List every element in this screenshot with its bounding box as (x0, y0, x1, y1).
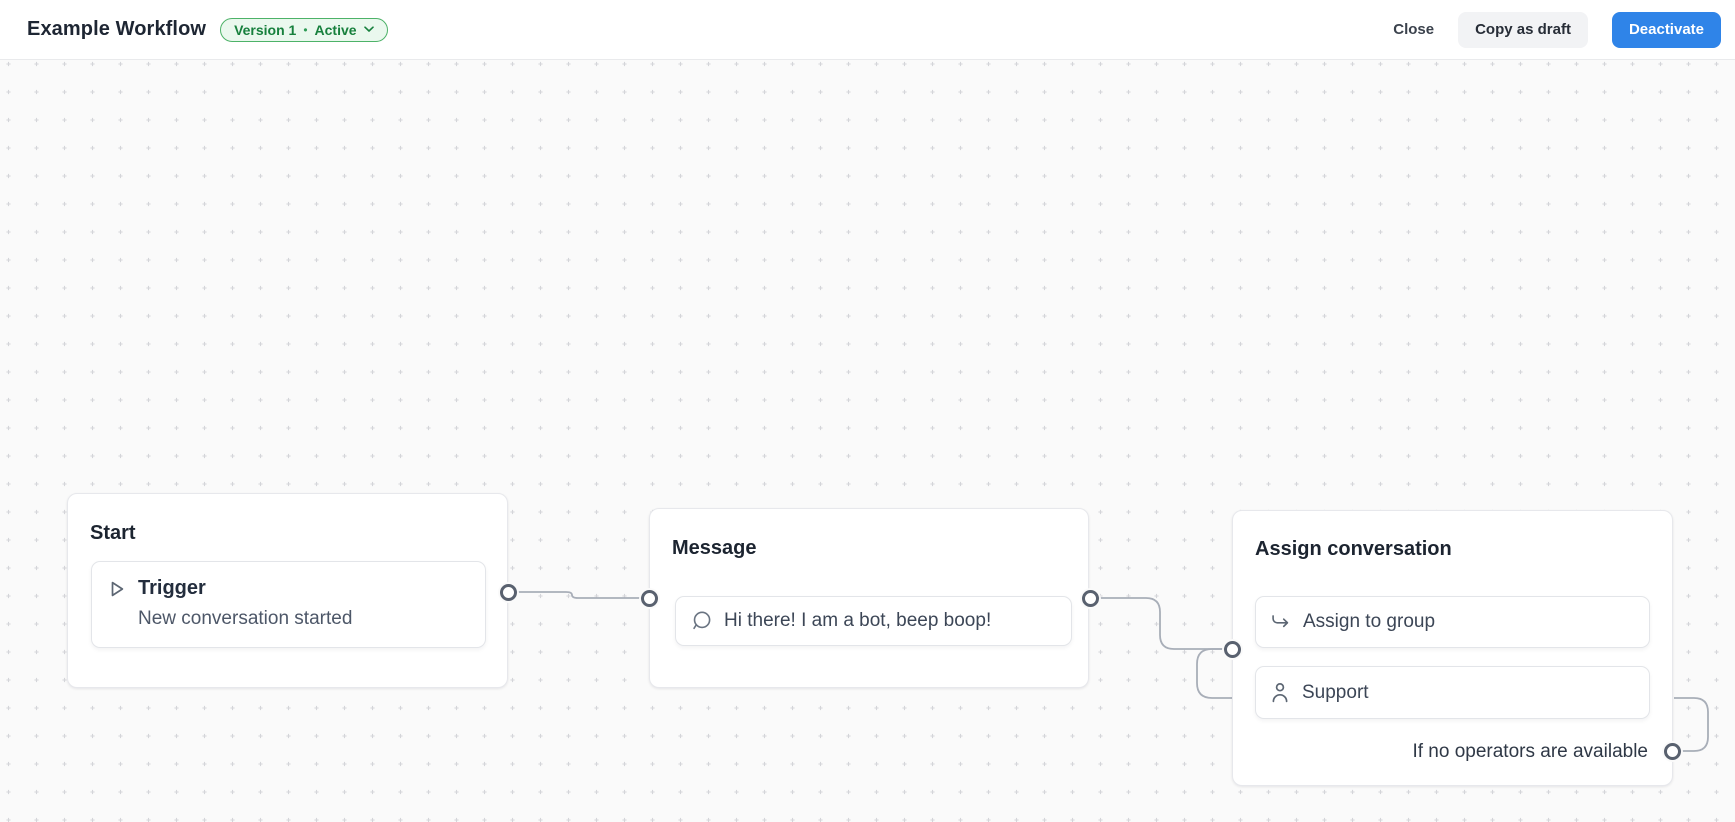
edge-message-to-assign (1090, 597, 1232, 650)
node-start-title: Start (90, 522, 136, 544)
node-assign-title: Assign conversation (1255, 538, 1452, 560)
assign-to-group-label: Assign to group (1303, 611, 1436, 632)
version-label: Version 1 (234, 21, 297, 38)
edge-assign-input-loop (1196, 648, 1233, 699)
port-message-output[interactable] (1081, 589, 1099, 607)
trigger-step[interactable]: Trigger New conversation started (91, 561, 486, 648)
support-team-label: Support (1302, 681, 1369, 703)
page-title: Example Workflow (27, 18, 207, 40)
port-message-input[interactable] (640, 589, 658, 607)
message-bubble-step[interactable]: Hi there! I am a bot, beep boop! (675, 596, 1072, 646)
header: Example Workflow Version 1 • Active Clos… (0, 0, 1735, 60)
version-badge[interactable]: Version 1 • Active (220, 17, 388, 42)
port-assign-input[interactable] (1223, 640, 1241, 658)
fallback-label: If no operators are available (1412, 741, 1648, 762)
assign-to-group-step[interactable]: Assign to group (1255, 596, 1650, 648)
message-text: Hi there! I am a bot, beep boop! (724, 610, 992, 631)
port-fallback-output[interactable] (1663, 742, 1681, 760)
node-message-title: Message (672, 537, 757, 559)
chat-bubble-icon (691, 610, 712, 632)
close-button[interactable]: Close (1393, 21, 1435, 38)
header-actions: Close Copy as draft Deactivate (1393, 11, 1721, 48)
node-message[interactable]: Message Hi there! I am a bot, beep boop! (649, 508, 1089, 688)
status-label: Active (314, 21, 357, 38)
play-icon (107, 579, 126, 599)
edge-fallback-loop (1672, 697, 1709, 752)
copy-as-draft-button[interactable]: Copy as draft (1458, 11, 1588, 48)
status-separator-dot: • (303, 22, 308, 37)
port-start-output[interactable] (499, 583, 517, 601)
chevron-down-icon (363, 26, 374, 33)
deactivate-button[interactable]: Deactivate (1611, 11, 1721, 48)
assign-arrow-icon (1271, 614, 1290, 630)
trigger-label: Trigger (138, 577, 206, 599)
workflow-canvas[interactable]: Start Trigger New conversation started M… (0, 60, 1735, 822)
support-team-step[interactable]: Support (1255, 666, 1650, 719)
person-icon (1271, 682, 1289, 703)
node-start[interactable]: Start Trigger New conversation started (67, 493, 508, 688)
edge-start-to-message (508, 591, 649, 599)
trigger-description: New conversation started (138, 608, 353, 629)
node-assign-conversation[interactable]: Assign conversation Assign to group Supp… (1232, 510, 1673, 786)
